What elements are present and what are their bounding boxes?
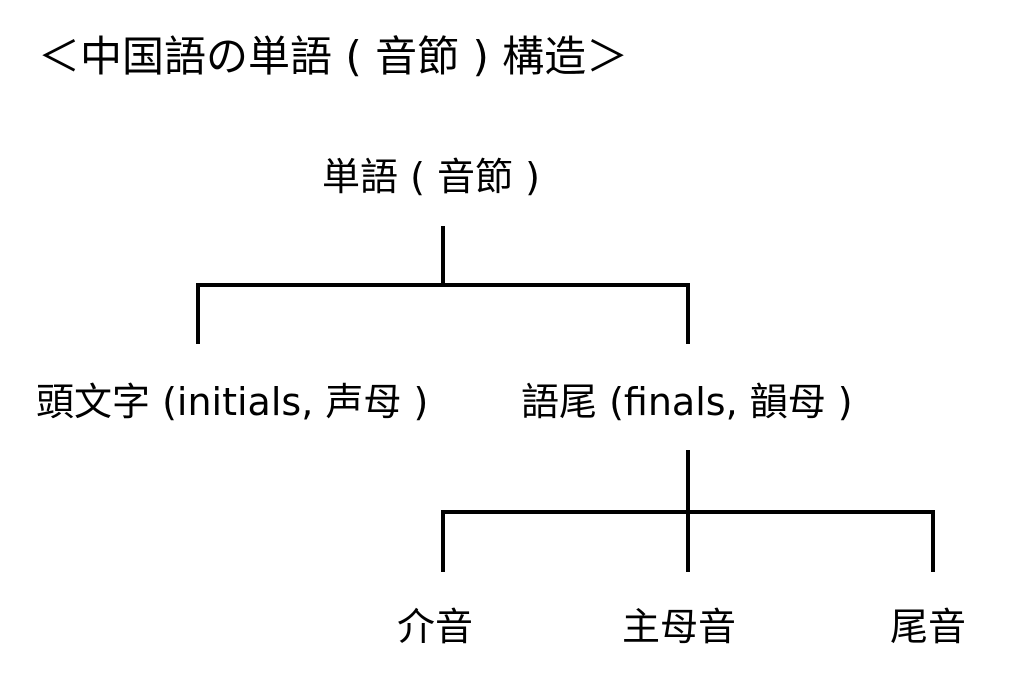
node-medial: 介音 xyxy=(397,605,474,649)
node-coda: 尾音 xyxy=(890,605,967,649)
node-initials: 頭文字 (initials, 声母 ) xyxy=(36,380,429,424)
node-word-syllable: 単語 ( 音節 ) xyxy=(322,155,540,199)
node-main-vowel: 主母音 xyxy=(622,605,737,649)
diagram-title: ＜中国語の単語 ( 音節 ) 構造＞ xyxy=(38,32,629,81)
node-finals: 語尾 (finals, 韻母 ) xyxy=(521,380,853,424)
